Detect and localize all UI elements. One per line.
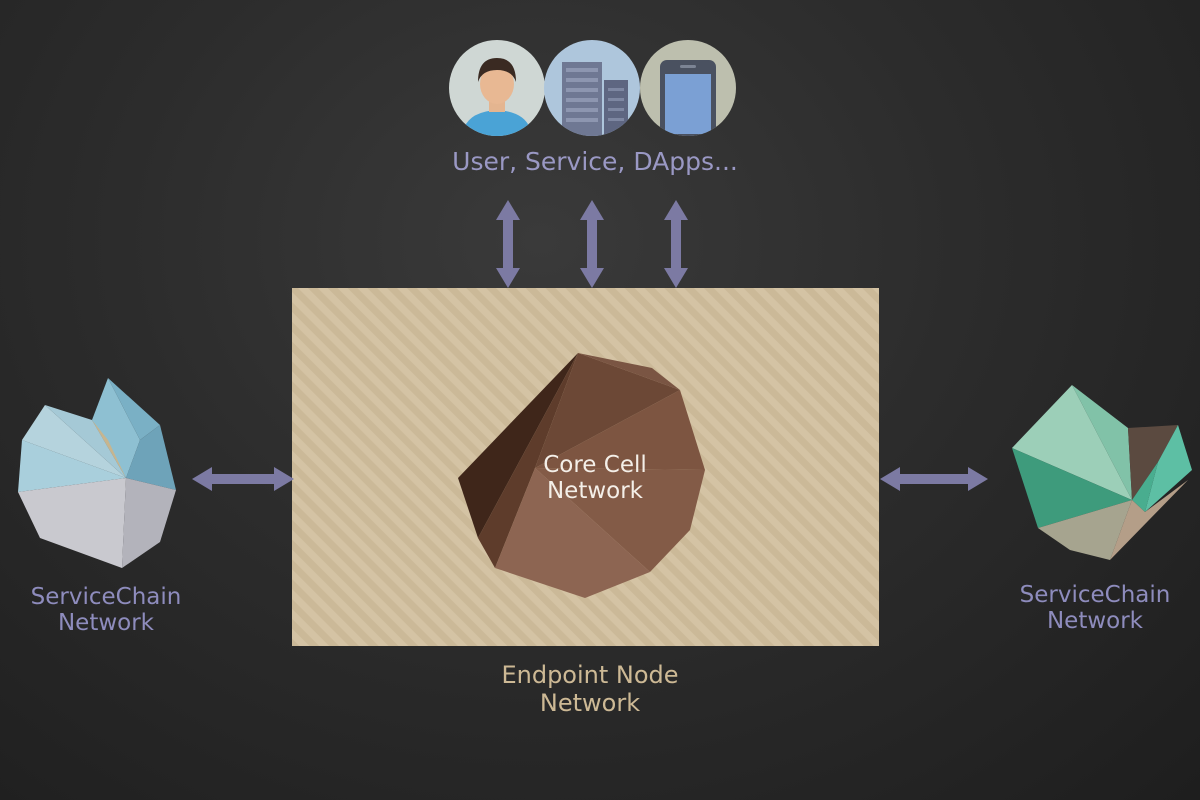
endpoint-node-label: Endpoint Node Network	[440, 661, 740, 717]
core-cell-label-line1: Core Cell	[543, 452, 647, 478]
vertical-arrow-2	[580, 200, 604, 288]
left-servicechain-label-line1: ServiceChain	[30, 584, 182, 610]
smartphone-icon	[640, 40, 736, 136]
endpoint-node-label-line2: Network	[539, 688, 641, 717]
left-servicechain-shape	[18, 378, 176, 568]
vertical-arrow-3	[664, 200, 688, 288]
core-cell-shape	[458, 353, 705, 598]
building-icon	[544, 40, 640, 136]
core-cell-label: Core Cell Network	[470, 452, 720, 505]
right-servicechain-shape	[1012, 385, 1192, 560]
right-servicechain-label-line1: ServiceChain	[1019, 582, 1171, 608]
right-horizontal-arrow	[880, 467, 988, 491]
left-horizontal-arrow	[192, 467, 294, 491]
top-label-text: User, Service, DApps...	[452, 147, 738, 176]
core-cell-label-line2: Network	[546, 478, 644, 505]
right-servicechain-label: ServiceChain Network	[990, 582, 1200, 635]
top-label: User, Service, DApps...	[400, 147, 790, 177]
user-icon	[449, 40, 545, 136]
vertical-arrow-1	[496, 200, 520, 288]
left-servicechain-label-line2: Network	[57, 610, 155, 637]
right-servicechain-label-line2: Network	[1046, 608, 1144, 635]
left-servicechain-label: ServiceChain Network	[0, 584, 212, 637]
endpoint-node-label-line1: Endpoint Node	[501, 661, 679, 689]
